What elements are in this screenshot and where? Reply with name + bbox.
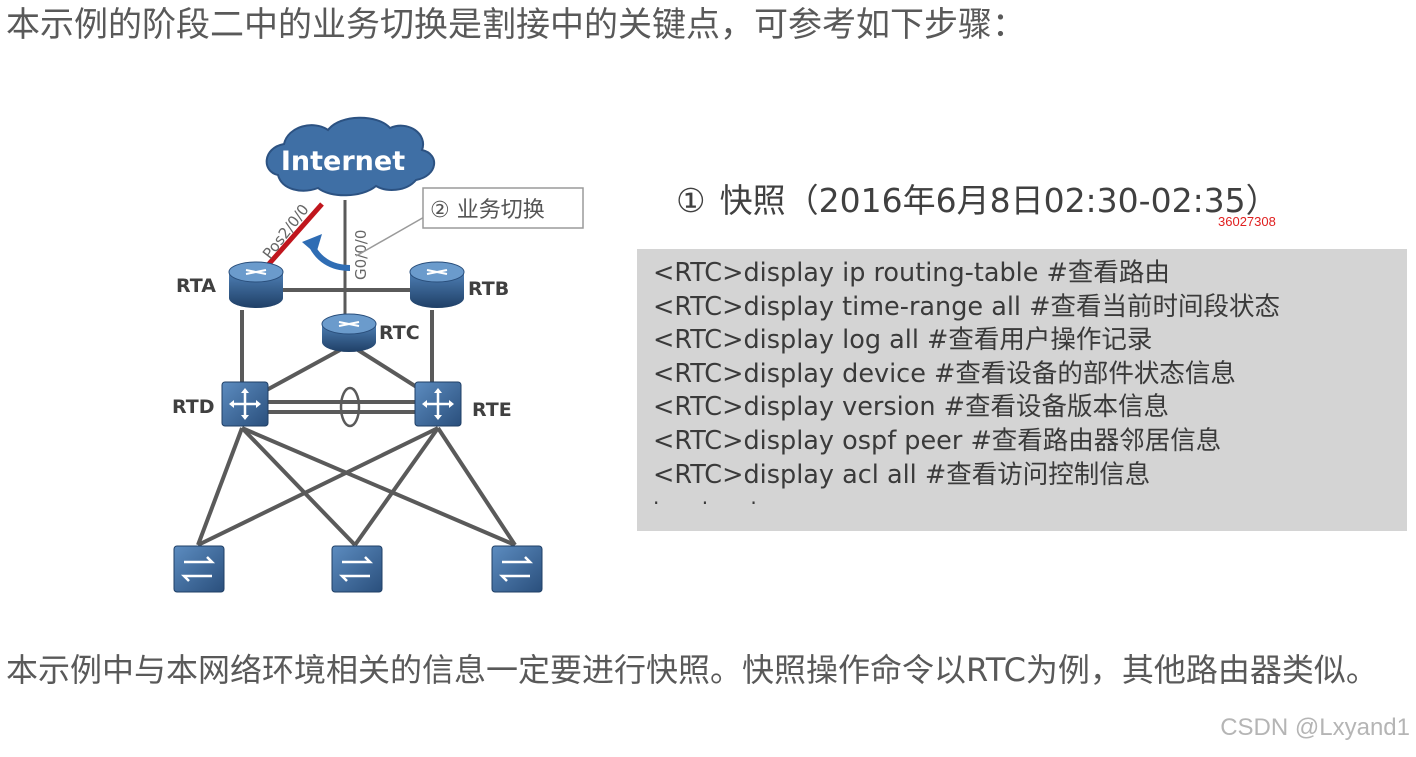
rte-label: RTE: [472, 399, 512, 421]
g-link-label: G0/0/0: [352, 230, 370, 280]
watermark: CSDN @Lxyand1: [1220, 714, 1410, 741]
step-title-text: 快照（2016年6月8日02:30-02:35）: [719, 181, 1279, 220]
switch-rtd: [221, 381, 269, 427]
page-heading: 本示例的阶段二中的业务切换是割接中的关键点，可参考如下步骤：: [6, 5, 1026, 45]
command-line: <RTC>display ip routing-table #查看路由: [653, 258, 1170, 288]
command-line: <RTC>display version #查看设备版本信息: [653, 392, 1170, 423]
topology-links: [196, 200, 517, 547]
internet-cloud: Internet: [265, 116, 435, 197]
link-rtd-sw3: [241, 426, 516, 547]
link-rte-sw1: [197, 426, 439, 547]
command-list-box: <RTC>display ip routing-table #查看路由 <RTC…: [637, 249, 1407, 531]
step-number: ①: [676, 181, 706, 220]
network-topology-diagram: Pos2/0/0 G0/0/0 Internet ② 业务切换 RTA RTB …: [172, 116, 584, 593]
rtd-label: RTD: [172, 396, 215, 418]
eth-trunk-ellipse: [339, 386, 361, 428]
snapshot-step-title: ① 快照（2016年6月8日02:30-02:35）: [676, 176, 1279, 226]
link-rte-sw3: [436, 426, 517, 547]
command-line: <RTC>display log all #查看用户操作记录: [653, 325, 1153, 356]
internet-label: Internet: [281, 146, 405, 177]
rtb-label: RTB: [468, 278, 509, 300]
link-rte-sw2: [353, 426, 440, 547]
red-pos-link: [266, 202, 324, 267]
access-switch-2: [331, 545, 383, 593]
switch-rte: [414, 381, 462, 427]
router-rtc: [321, 313, 377, 352]
router-rtb: [409, 261, 465, 308]
access-switch-3: [491, 545, 543, 593]
rtc-label: RTC: [379, 322, 420, 344]
command-line: <RTC>display ospf peer #查看路由器邻居信息: [653, 425, 1222, 456]
command-line: <RTC>display time-range all #查看当前时间段状态: [653, 291, 1280, 322]
business-switch-callout: ② 业务切换: [355, 187, 584, 257]
overlay-id: 36027308: [1218, 214, 1276, 229]
callout-label: ② 业务切换: [430, 198, 545, 223]
switch-arrowhead: [302, 234, 322, 254]
link-rtd-sw2: [240, 426, 357, 547]
access-switch-1: [173, 545, 225, 593]
command-line: <RTC>display device #查看设备的部件状态信息: [653, 358, 1236, 389]
pos-link-label: Pos2/0/0: [259, 201, 313, 263]
rta-label: RTA: [176, 275, 216, 297]
description-paragraph: 本示例中与本网络环境相关的信息一定要进行快照。快照操作命令以RTC为例，其他路由…: [6, 651, 1378, 689]
command-line: <RTC>display acl all #查看访问控制信息: [653, 459, 1151, 490]
router-rta: [228, 261, 284, 308]
link-rtd-sw1: [196, 427, 244, 546]
command-ellipsis: · · ·: [653, 491, 775, 516]
